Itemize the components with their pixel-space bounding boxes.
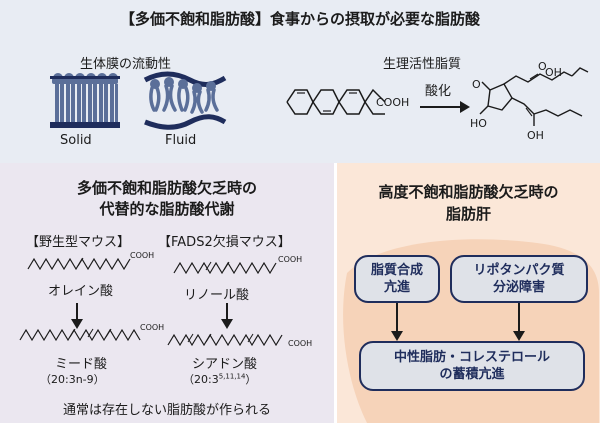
product-oh-bottom: OH <box>527 129 544 142</box>
linoleic-cooh: COOH <box>278 255 303 264</box>
arrow-linoleic-to-sciadonic <box>221 303 233 329</box>
arrow-synthesis-down <box>391 303 403 341</box>
mead-formula: （20:3n-9） <box>40 373 105 386</box>
right-title-line2: 脂肪肝 <box>445 205 491 223</box>
product-oh-top: OH <box>545 66 562 79</box>
mead-acid-label: ミード酸 <box>55 357 108 372</box>
prostaglandin-structure <box>479 67 589 126</box>
oleic-cooh: COOH <box>130 251 155 260</box>
linoleic-acid-label: リノール酸 <box>184 288 250 303</box>
sciadonic-cooh: COOH <box>288 339 313 348</box>
solid-membrane-illustration <box>50 73 120 128</box>
box3-line1: 中性脂肪・コレステロール <box>393 350 550 365</box>
cooh-label: COOH <box>376 96 410 109</box>
sciadonic-formula-base: （20:3 <box>183 373 219 386</box>
pufa-structure <box>286 88 386 115</box>
box3-line2: の蓄積亢進 <box>439 367 505 382</box>
membrane-fluidity-label: 生体膜の流動性 <box>80 57 172 72</box>
right-title-line1: 高度不飽和脂肪酸欠乏時の <box>378 183 559 201</box>
lipoprotein-secretion-box: リポタンパク質 分泌障害 <box>450 255 588 303</box>
left-footer: 通常は存在しない脂肪酸が作られる <box>62 403 271 418</box>
oleic-acid-label: オレイン酸 <box>48 284 114 299</box>
top-title: 【多価不飽和脂肪酸】食事からの摂取が必要な脂肪酸 <box>119 10 480 28</box>
product-ho: HO <box>470 117 487 130</box>
box1-line2: 亢進 <box>383 280 410 295</box>
bioactive-lipid-label: 生理活性脂質 <box>383 57 462 72</box>
linoleic-acid-structure <box>173 261 277 275</box>
sciadonic-formula: （20:35,11,14） <box>183 371 256 387</box>
sciadonic-formula-end: ） <box>245 373 257 386</box>
left-title-line1: 多価不飽和脂肪酸欠乏時の <box>76 179 257 197</box>
fads2-label: 【FADS2欠損マウス】 <box>158 235 291 250</box>
left-title-line2: 代替的な脂肪酸代謝 <box>99 200 235 218</box>
arrow-oleic-to-mead <box>71 303 83 329</box>
mead-acid-structure <box>19 328 141 342</box>
fatty-liver-panel: 高度不飽和脂肪酸欠乏時の 脂肪肝 脂質合成 亢進 リポタンパク質 分泌障害 中性… <box>337 163 600 423</box>
arrow-secretion-down <box>513 303 525 341</box>
top-panel: 【多価不飽和脂肪酸】食事からの摂取が必要な脂肪酸 生体膜の流動性 生理活性脂質 … <box>0 0 600 163</box>
product-o: O <box>472 78 481 91</box>
mead-cooh: COOH <box>140 323 165 332</box>
oleic-acid-structure <box>27 257 131 271</box>
fluid-label: Fluid <box>165 133 197 148</box>
wild-type-label: 【野生型マウス】 <box>26 235 131 250</box>
lipid-synthesis-box: 脂質合成 亢進 <box>354 255 440 303</box>
sciadonic-acid-structure <box>167 333 283 347</box>
solid-label: Solid <box>60 133 92 148</box>
box2-line2: 分泌障害 <box>492 280 545 295</box>
product-o-top: O <box>538 60 547 73</box>
alternative-metabolism-panel: 多価不飽和脂肪酸欠乏時の 代替的な脂肪酸代謝 【野生型マウス】 【FADS2欠損… <box>0 163 334 423</box>
lipid-accumulation-box: 中性脂肪・コレステロール の蓄積亢進 <box>359 341 585 391</box>
sciadonic-acid-label: シアドン酸 <box>192 357 258 372</box>
oxidation-arrow <box>420 101 470 113</box>
fluid-membrane-illustration <box>143 71 227 130</box>
sciadonic-formula-sup: 5,11,14 <box>218 372 246 381</box>
box2-line1: リポタンパク質 <box>473 263 565 278</box>
oxidation-label: 酸化 <box>425 84 452 99</box>
box1-line1: 脂質合成 <box>370 263 423 278</box>
